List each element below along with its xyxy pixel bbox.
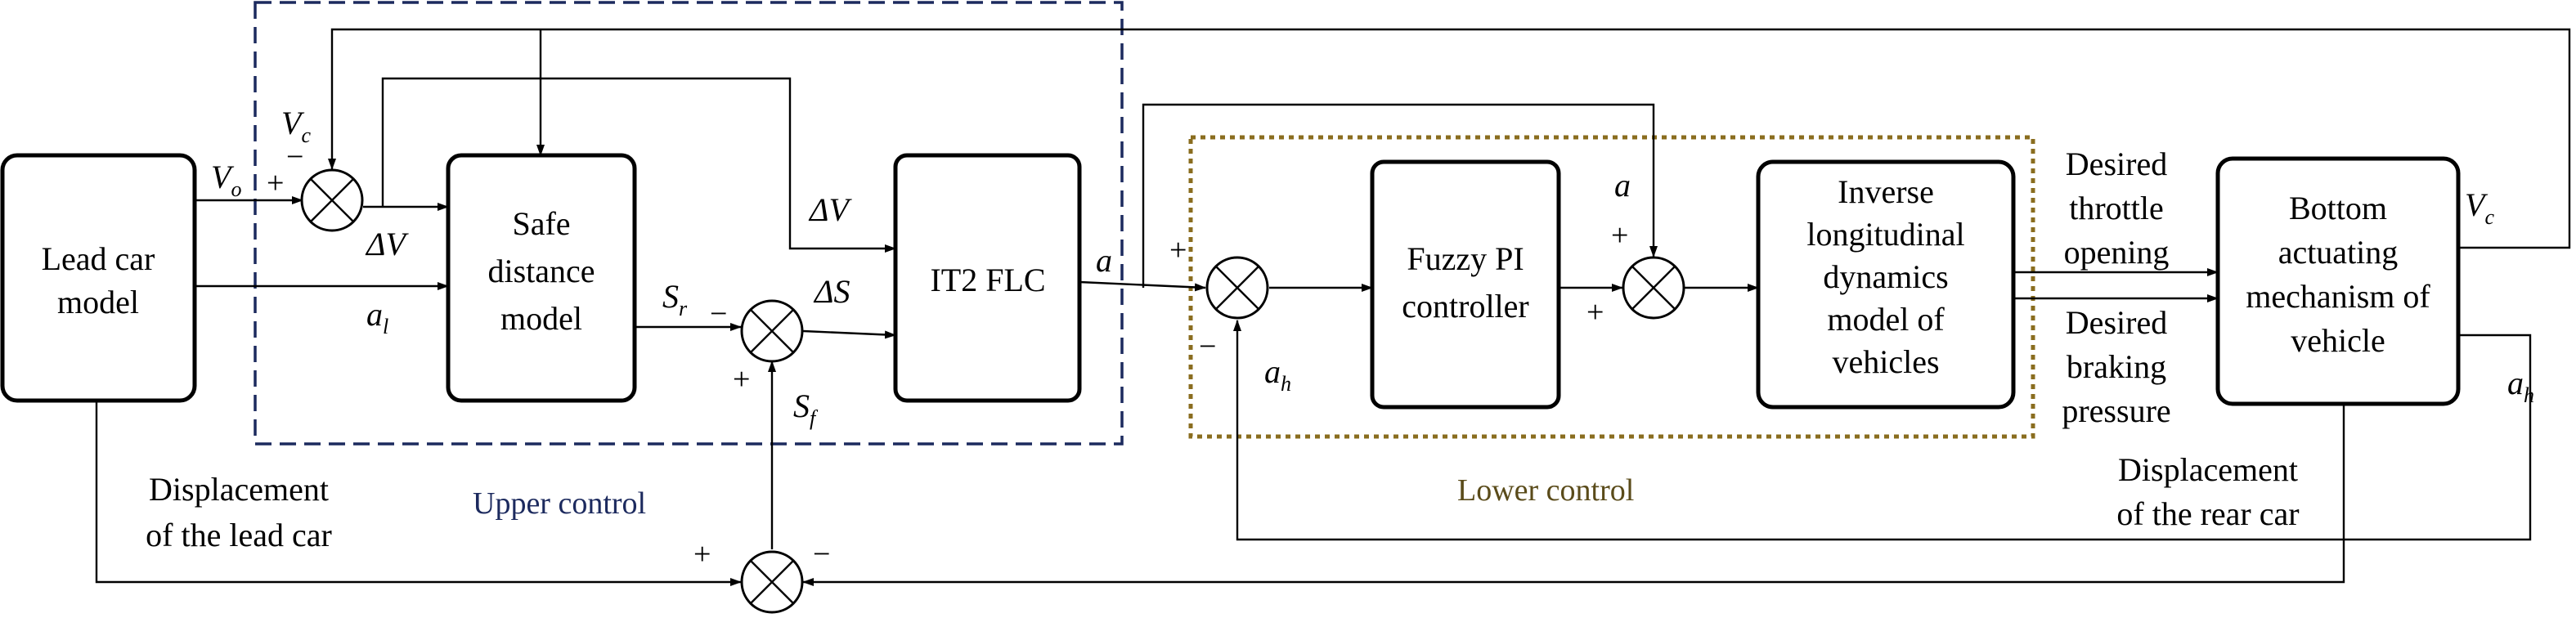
signal-wires: [95, 28, 2571, 586]
sum3-minus-sign: −: [813, 537, 830, 571]
inverse-model-label-3: dynamics: [1823, 258, 1948, 295]
summing-junction-3: [740, 550, 804, 614]
sr-label: Sr: [662, 278, 688, 320]
lower-control-caption: Lower control: [1457, 473, 1634, 508]
fuzzy-pi-controller-block: Fuzzy PI controller: [1370, 159, 1561, 410]
summing-junction-4: [1205, 256, 1269, 320]
sum3-plus-sign: +: [693, 537, 711, 571]
sum4-minus-sign: −: [1199, 329, 1216, 364]
throttle-label-3: opening: [2064, 234, 2170, 271]
upper-control-caption: Upper control: [473, 486, 646, 521]
bottom-actuating-mechanism-block: Bottom actuating mechanism of vehicle: [2215, 156, 2461, 406]
disp-lead-label-1: Displacement: [149, 471, 329, 508]
inverse-model-label-4: model of: [1827, 301, 1945, 338]
disp-rear-label-2: of the rear car: [2116, 495, 2299, 532]
bottom-actuating-label-4: vehicle: [2291, 322, 2385, 359]
summing-junction-5: [1622, 256, 1685, 320]
bottom-actuating-label-3: mechanism of: [2246, 278, 2430, 315]
inverse-model-label-1: Inverse: [1838, 173, 1934, 210]
fuzzy-pi-label-1: Fuzzy PI: [1407, 240, 1524, 277]
it2-flc-label: IT2 FLC: [930, 262, 1045, 298]
dv-small-label: ΔV: [365, 226, 409, 262]
sum1-minus-sign: −: [286, 140, 303, 174]
braking-label-3: pressure: [2062, 392, 2170, 429]
sum1-plus-sign: +: [267, 166, 284, 200]
ah-left-label: ah: [1264, 353, 1291, 396]
throttle-label-2: throttle: [2069, 190, 2164, 226]
disp-rear-label-1: Displacement: [2118, 451, 2298, 488]
summing-junction-2: [740, 299, 804, 363]
throttle-label-1: Desired: [2066, 146, 2167, 182]
upper-control-region: [254, 1, 1124, 446]
disp-lead-label-2: of the lead car: [146, 517, 332, 553]
ah-right-label: ah: [2507, 365, 2534, 407]
al-label: al: [366, 296, 388, 338]
safe-distance-label-2: distance: [487, 253, 595, 289]
inverse-model-block: Inverse longitudinal dynamics model of v…: [1756, 159, 2016, 410]
bottom-actuating-label-1: Bottom: [2289, 190, 2387, 226]
a-out-label: a: [1096, 242, 1112, 279]
lead-car-label-1: Lead car: [42, 240, 155, 277]
braking-label-2: braking: [2067, 348, 2166, 385]
safe-distance-label-3: model: [500, 300, 582, 337]
summing-junction-1: [300, 168, 364, 232]
sf-label: Sf: [793, 387, 819, 430]
sum2-plus-sign: +: [733, 362, 750, 396]
a-feedforward-label: a: [1614, 167, 1631, 204]
junction-signs: + − − + + − + − + +: [267, 140, 1628, 571]
signal-labels: Vo Vc ΔV al ΔV Sr ΔS Sf a a ah Vc ah Des…: [146, 105, 2534, 553]
dv-big-label: ΔV: [808, 191, 852, 228]
braking-label-1: Desired: [2066, 304, 2167, 341]
bottom-actuating-label-2: actuating: [2278, 234, 2399, 271]
vc-top-label: Vc: [281, 105, 311, 147]
lead-car-label-2: model: [57, 284, 139, 320]
vo-label: Vo: [211, 159, 241, 201]
it2-flc-block: IT2 FLC: [893, 153, 1082, 403]
ds-label: ΔS: [813, 273, 850, 310]
sum4-plus-sign: +: [1169, 233, 1187, 267]
fuzzy-pi-label-2: controller: [1402, 288, 1529, 325]
sum5-plus-top-sign: +: [1611, 218, 1628, 253]
lead-car-model-block: Lead car model: [0, 153, 197, 403]
inverse-model-label-5: vehicles: [1832, 343, 1939, 380]
vc-right-label: Vc: [2465, 186, 2494, 229]
sum5-plus-bottom-sign: +: [1586, 295, 1604, 329]
sum2-minus-sign: −: [710, 297, 727, 331]
inverse-model-label-2: longitudinal: [1806, 216, 1964, 253]
safe-distance-model-block: Safe distance model: [446, 153, 637, 403]
safe-distance-label-1: Safe: [512, 205, 570, 242]
